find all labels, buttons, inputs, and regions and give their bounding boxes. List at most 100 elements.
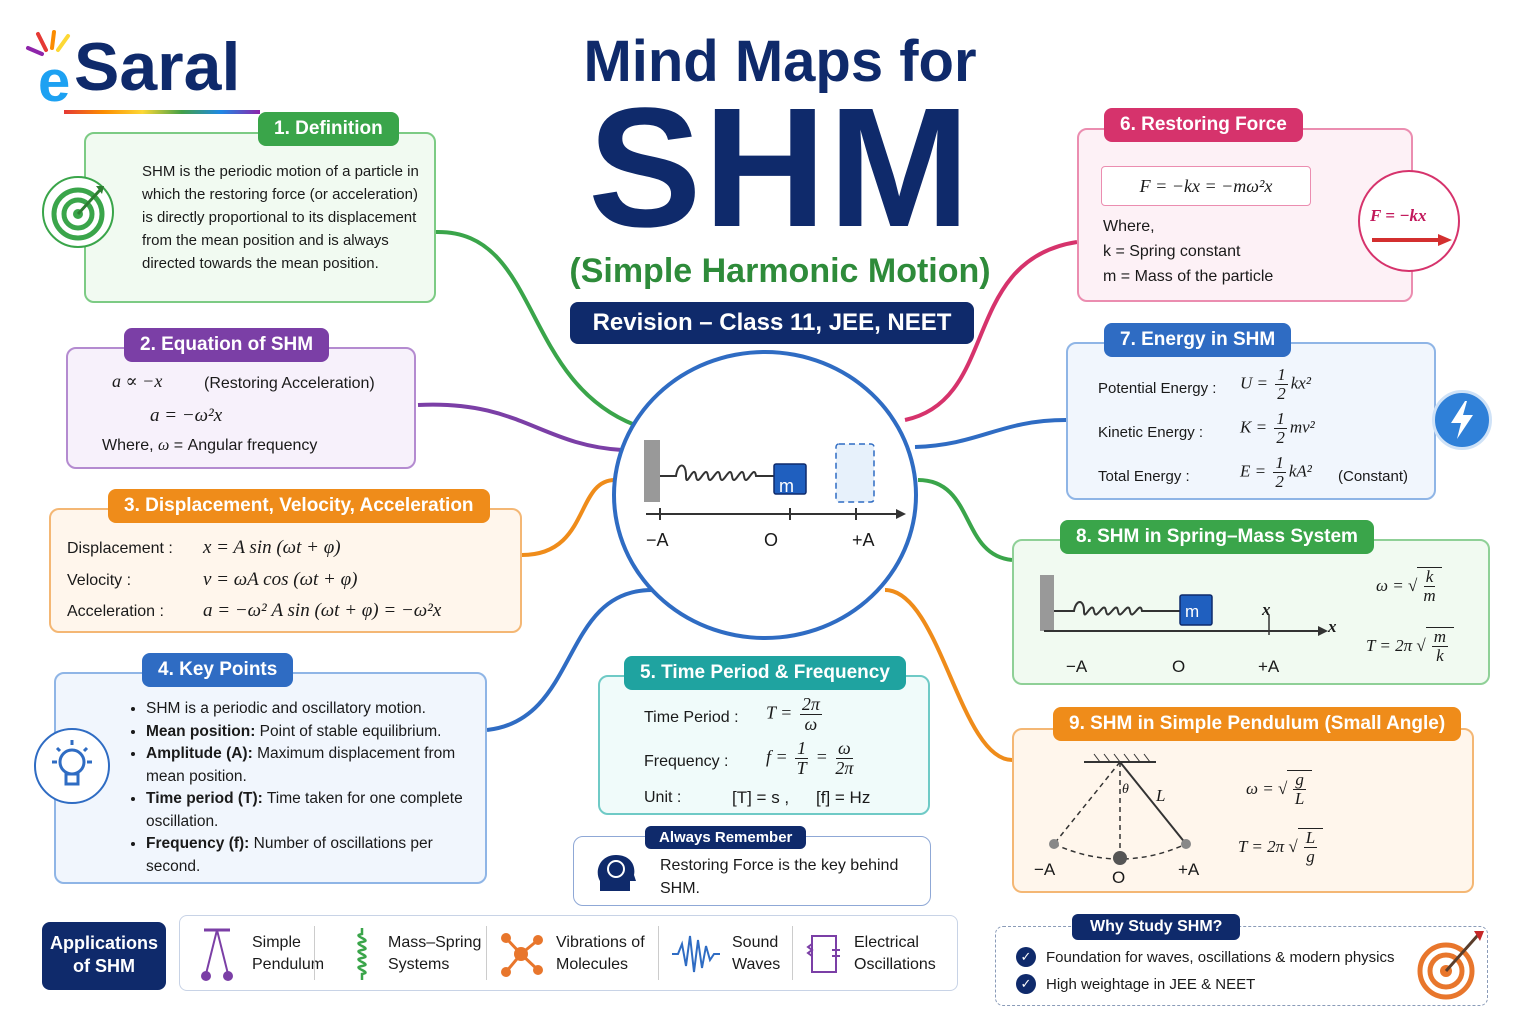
keypoints-panel: SHM is a periodic and oscillatory motion… (54, 672, 487, 884)
te-label: Total Energy : (1098, 468, 1190, 485)
pendulum-right: +A (1178, 860, 1200, 879)
restoring-where: Where, (1103, 218, 1155, 235)
center-mid-label: O (764, 530, 779, 550)
keypoint-item: Amplitude (A): Maximum displacement from… (146, 743, 470, 788)
springmass-right: +A (1258, 657, 1280, 676)
pendulum-left: −A (1034, 860, 1056, 879)
pe-label: Potential Energy : (1098, 380, 1217, 397)
logo-e: e (38, 49, 71, 114)
title-line1: Mind Maps for (583, 29, 977, 94)
force-arrow-icon (1372, 234, 1452, 246)
definition-text: SHM is the periodic motion of a particle… (142, 163, 419, 272)
restoring-m: m = Mass of the particle (1103, 268, 1274, 285)
springmass-xmark: x (1262, 600, 1271, 619)
app-label: Electrical Oscillations (854, 934, 936, 973)
logo-burst-icon (26, 30, 70, 56)
target-icon (42, 176, 114, 248)
app-item-molecules: Vibrations of Molecules (498, 926, 656, 982)
unit-T: [T] = s , (732, 788, 790, 807)
spring-mass-diagram (644, 440, 906, 520)
te-note: (Constant) (1338, 468, 1409, 485)
springmass-left: −A (1066, 657, 1088, 676)
app-item-spring: Mass–Spring Systems (348, 926, 488, 982)
app-label: Simple Pendulum (252, 934, 325, 973)
unit-f: [f] = Hz (816, 788, 871, 807)
pendulum-L: L (1156, 786, 1166, 805)
keypoint-item: Frequency (f): Number of oscillations pe… (146, 833, 470, 878)
app-item-pendulum: Simple Pendulum (194, 926, 332, 982)
applications-strip: Simple Pendulum Mass–Spring Systems Vibr… (179, 915, 958, 991)
equation-panel: a ∝ −x (Restoring Acceleration) a = −ω²x… (66, 347, 416, 469)
springmass-mass: m (1185, 602, 1200, 621)
restoring-tag: 6. Restoring Force (1104, 108, 1303, 142)
molecule-icon (501, 933, 543, 977)
pendulum-tag: 9. SHM in Simple Pendulum (Small Angle) (1053, 707, 1462, 741)
dva-eq-1: v = ωA cos (ωt + φ) (203, 569, 358, 590)
remember-tag: Always Remember (645, 826, 807, 849)
app-item-sound: Sound Waves (672, 926, 792, 982)
force-circle-eq: F = −kx (1370, 206, 1427, 225)
pendulum-theta: θ (1122, 782, 1129, 797)
center-circle: m −A O +A (612, 350, 918, 640)
eq-where: Where, ω = Angular frequency (102, 437, 318, 454)
center-mass-label: m (779, 476, 794, 496)
remember-text: Restoring Force is the key behind SHM. (660, 857, 899, 897)
springmass-mid: O (1172, 657, 1186, 676)
app-label: Sound Waves (732, 934, 781, 973)
app-label: Vibrations of Molecules (556, 934, 645, 973)
force-circle: F = −kx (1358, 170, 1460, 272)
sound-wave-icon (672, 935, 720, 973)
brain-head-icon (592, 851, 638, 897)
pendulum-mid: O (1112, 868, 1126, 887)
eq-proportional: a ∝ −x (112, 371, 163, 391)
restoring-eq: F = −kx = −mω²x (1101, 166, 1311, 206)
dva-eq-0: x = A sin (ωt + φ) (203, 537, 341, 558)
energy-tag: 7. Energy in SHM (1104, 323, 1292, 357)
why-panel: ✓ Foundation for waves, oscillations & m… (995, 926, 1488, 1006)
keypoints-list: SHM is a periodic and oscillatory motion… (130, 698, 470, 878)
springmass-tag: 8. SHM in Spring–Mass System (1060, 520, 1374, 554)
keypoints-tag: 4. Key Points (142, 653, 294, 687)
keypoint-item: Mean position: Point of stable equilibri… (146, 721, 470, 744)
lightbulb-icon (34, 728, 110, 804)
definition-panel: SHM is the periodic motion of a particle… (84, 132, 436, 303)
dva-label-2: Acceleration : (67, 603, 164, 620)
center-right-label: +A (852, 530, 875, 550)
applications-title: Applications of SHM (42, 922, 166, 990)
restoring-panel: F = −kx = −mω²x Where, k = Spring consta… (1077, 128, 1413, 302)
circuit-icon (806, 935, 840, 973)
lightning-icon (1432, 390, 1492, 450)
restoring-k: k = Spring constant (1103, 243, 1241, 260)
check-icon: ✓ (1016, 974, 1036, 994)
timeperiod-tag: 5. Time Period & Frequency (624, 656, 906, 690)
tp-label: Time Period : (644, 709, 739, 726)
eq-proportional-note: (Restoring Acceleration) (204, 375, 375, 392)
center-left-label: −A (646, 530, 669, 550)
title-subtitle: (Simple Harmonic Motion) (569, 252, 991, 290)
dva-label-0: Displacement : (67, 540, 173, 557)
why-item: ✓ Foundation for waves, oscillations & m… (1016, 947, 1395, 967)
dva-eq-2: a = −ω² A sin (ωt + φ) = −ω²x (203, 600, 442, 621)
eq-acceleration: a = −ω²x (150, 405, 223, 426)
app-label: Mass–Spring Systems (388, 934, 482, 973)
logo-text: Saral (74, 29, 241, 105)
why-item: ✓ High weightage in JEE & NEET (1016, 974, 1255, 994)
revision-banner: Revision – Class 11, JEE, NEET (570, 302, 974, 344)
dva-panel: Displacement : x = A sin (ωt + φ) Veloci… (49, 508, 522, 633)
equation-tag: 2. Equation of SHM (124, 328, 330, 362)
keypoint-item: Time period (T): Time taken for one comp… (146, 788, 470, 833)
springmass-axis: x (1328, 617, 1337, 636)
unit-label: Unit : (644, 789, 682, 806)
